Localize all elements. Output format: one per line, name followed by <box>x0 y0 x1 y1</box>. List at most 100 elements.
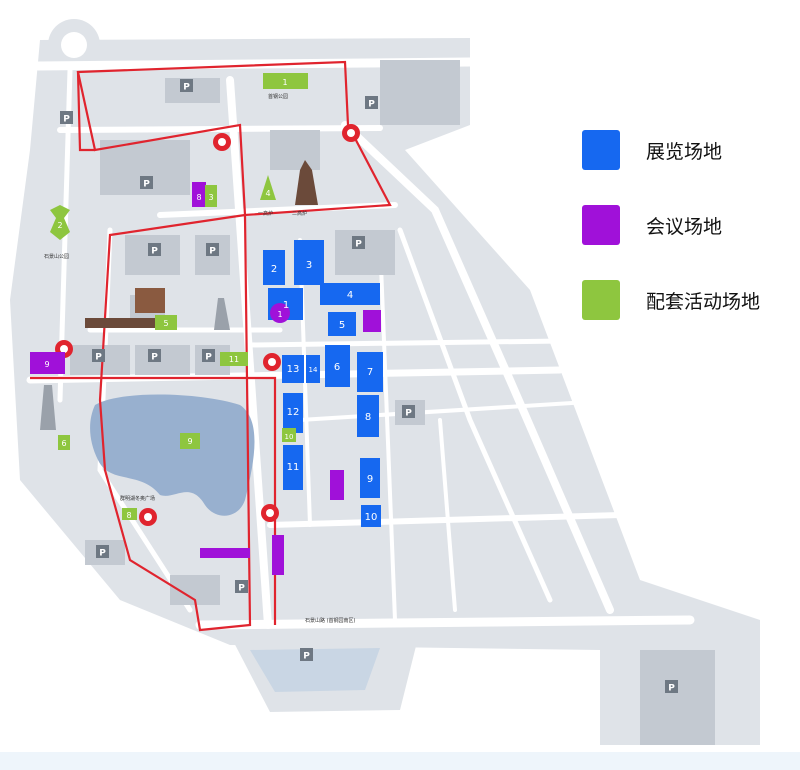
venue-number: 8 <box>196 193 201 202</box>
parking-icon <box>60 111 73 124</box>
svg-text:P: P <box>405 409 412 419</box>
parking-icon <box>300 648 313 661</box>
venue-number: 2 <box>271 264 277 275</box>
parking-icon <box>148 349 161 362</box>
venue-number: 10 <box>365 512 378 523</box>
venue-number: 5 <box>339 320 345 331</box>
venue-number: 6 <box>334 362 340 373</box>
legend-label-meeting: 会议场地 <box>646 215 723 238</box>
svg-text:P: P <box>668 684 675 694</box>
meeting-venue <box>363 310 381 332</box>
svg-text:P: P <box>99 549 106 559</box>
svg-text:P: P <box>355 240 362 250</box>
activity-venue <box>155 315 177 330</box>
bus-stops <box>55 124 360 526</box>
venue-number: 8 <box>365 412 371 423</box>
venue-number: 6 <box>61 439 66 448</box>
venue-number: 9 <box>44 360 49 369</box>
furnace-icon <box>85 318 155 328</box>
exhibition-hall <box>306 355 320 383</box>
parking-icon <box>202 349 215 362</box>
activity-venue <box>260 175 276 200</box>
venue-number: 11 <box>287 462 300 473</box>
svg-text:P: P <box>209 247 216 257</box>
activity-venue <box>282 428 296 442</box>
meeting-venue <box>192 182 206 207</box>
venue-number: 10 <box>285 433 294 441</box>
svg-text:P: P <box>368 100 375 110</box>
activity-venue <box>205 185 217 207</box>
parking-markers <box>60 79 678 693</box>
exhibition-hall <box>283 445 303 490</box>
exhibition-hall <box>357 395 379 437</box>
activity-venue <box>263 73 308 89</box>
venue-number: 3 <box>208 193 213 202</box>
activity-venue <box>180 433 200 449</box>
exhibition-hall <box>263 250 285 285</box>
svg-text:P: P <box>143 180 150 190</box>
svg-text:P: P <box>205 353 212 363</box>
meeting-venue <box>272 535 284 575</box>
venue-number: 13 <box>287 364 300 375</box>
venue-number: 2 <box>57 221 62 230</box>
activity-venue <box>220 352 248 366</box>
exhibition-hall <box>320 283 380 305</box>
label-park-north: 首钢公园 <box>268 93 288 100</box>
legend-exhibition: 展览场地 <box>582 130 722 170</box>
label-furnace-1: 一高炉 <box>258 210 273 217</box>
meeting-venue <box>30 352 65 374</box>
exhibition-hall <box>294 240 324 285</box>
exhibition-hall <box>357 352 383 392</box>
parking-icon <box>402 405 415 418</box>
furnace-icon <box>135 288 165 313</box>
legend-activity: 配套活动场地 <box>582 280 760 320</box>
venue-number: 1 <box>283 300 289 311</box>
venue-number: 3 <box>306 260 312 271</box>
svg-text:P: P <box>238 584 245 594</box>
activity-venue <box>122 508 137 520</box>
activity-venue <box>50 205 70 240</box>
label-road-south: 石景山路 (首钢园南区) <box>305 617 356 624</box>
venue-number: 8 <box>126 511 131 520</box>
exhibition-hall <box>282 355 304 383</box>
legend-label-activity: 配套活动场地 <box>646 290 761 313</box>
activity-venue <box>58 435 70 450</box>
venue-number: 11 <box>229 355 239 364</box>
legend-swatch-activity <box>582 280 620 320</box>
legend-swatch-meeting <box>582 205 620 245</box>
label-lake-plaza: 群明湖冬奥广场 <box>120 495 155 502</box>
parking-icon <box>235 580 248 593</box>
lake <box>90 394 255 516</box>
parking-icon <box>92 349 105 362</box>
meeting-venue <box>200 548 250 558</box>
venue-number: 1 <box>277 310 282 319</box>
venue-number: 7 <box>367 367 373 378</box>
svg-text:P: P <box>95 353 102 363</box>
south-water <box>250 648 380 692</box>
furnace-icon <box>214 298 230 330</box>
meeting-venues <box>30 182 381 575</box>
parking-icon <box>365 96 378 109</box>
svg-text:P: P <box>303 652 310 662</box>
exhibition-hall <box>328 312 356 336</box>
venue-number: 5 <box>163 319 168 328</box>
parking-letters: P P P P P P P P P P P P P P P <box>63 83 675 694</box>
exhibition-hall <box>325 345 350 387</box>
venue-number: 4 <box>265 189 270 198</box>
furnace-icon <box>295 160 318 205</box>
svg-text:P: P <box>63 115 70 125</box>
label-furnace-2: 二高炉 <box>292 210 307 217</box>
exhibition-halls <box>263 240 383 527</box>
legend-label-exhibition: 展览场地 <box>646 140 723 163</box>
meeting-venue <box>270 303 290 323</box>
svg-text:P: P <box>151 353 158 363</box>
furnace-icons <box>40 160 318 430</box>
venue-number: 12 <box>287 407 300 418</box>
furnace-icon <box>40 385 56 430</box>
venue-number: 1 <box>282 78 287 87</box>
parking-icon <box>206 243 219 256</box>
exhibition-hall <box>361 505 381 527</box>
parking-icon <box>665 680 678 693</box>
parking-icon <box>180 79 193 92</box>
